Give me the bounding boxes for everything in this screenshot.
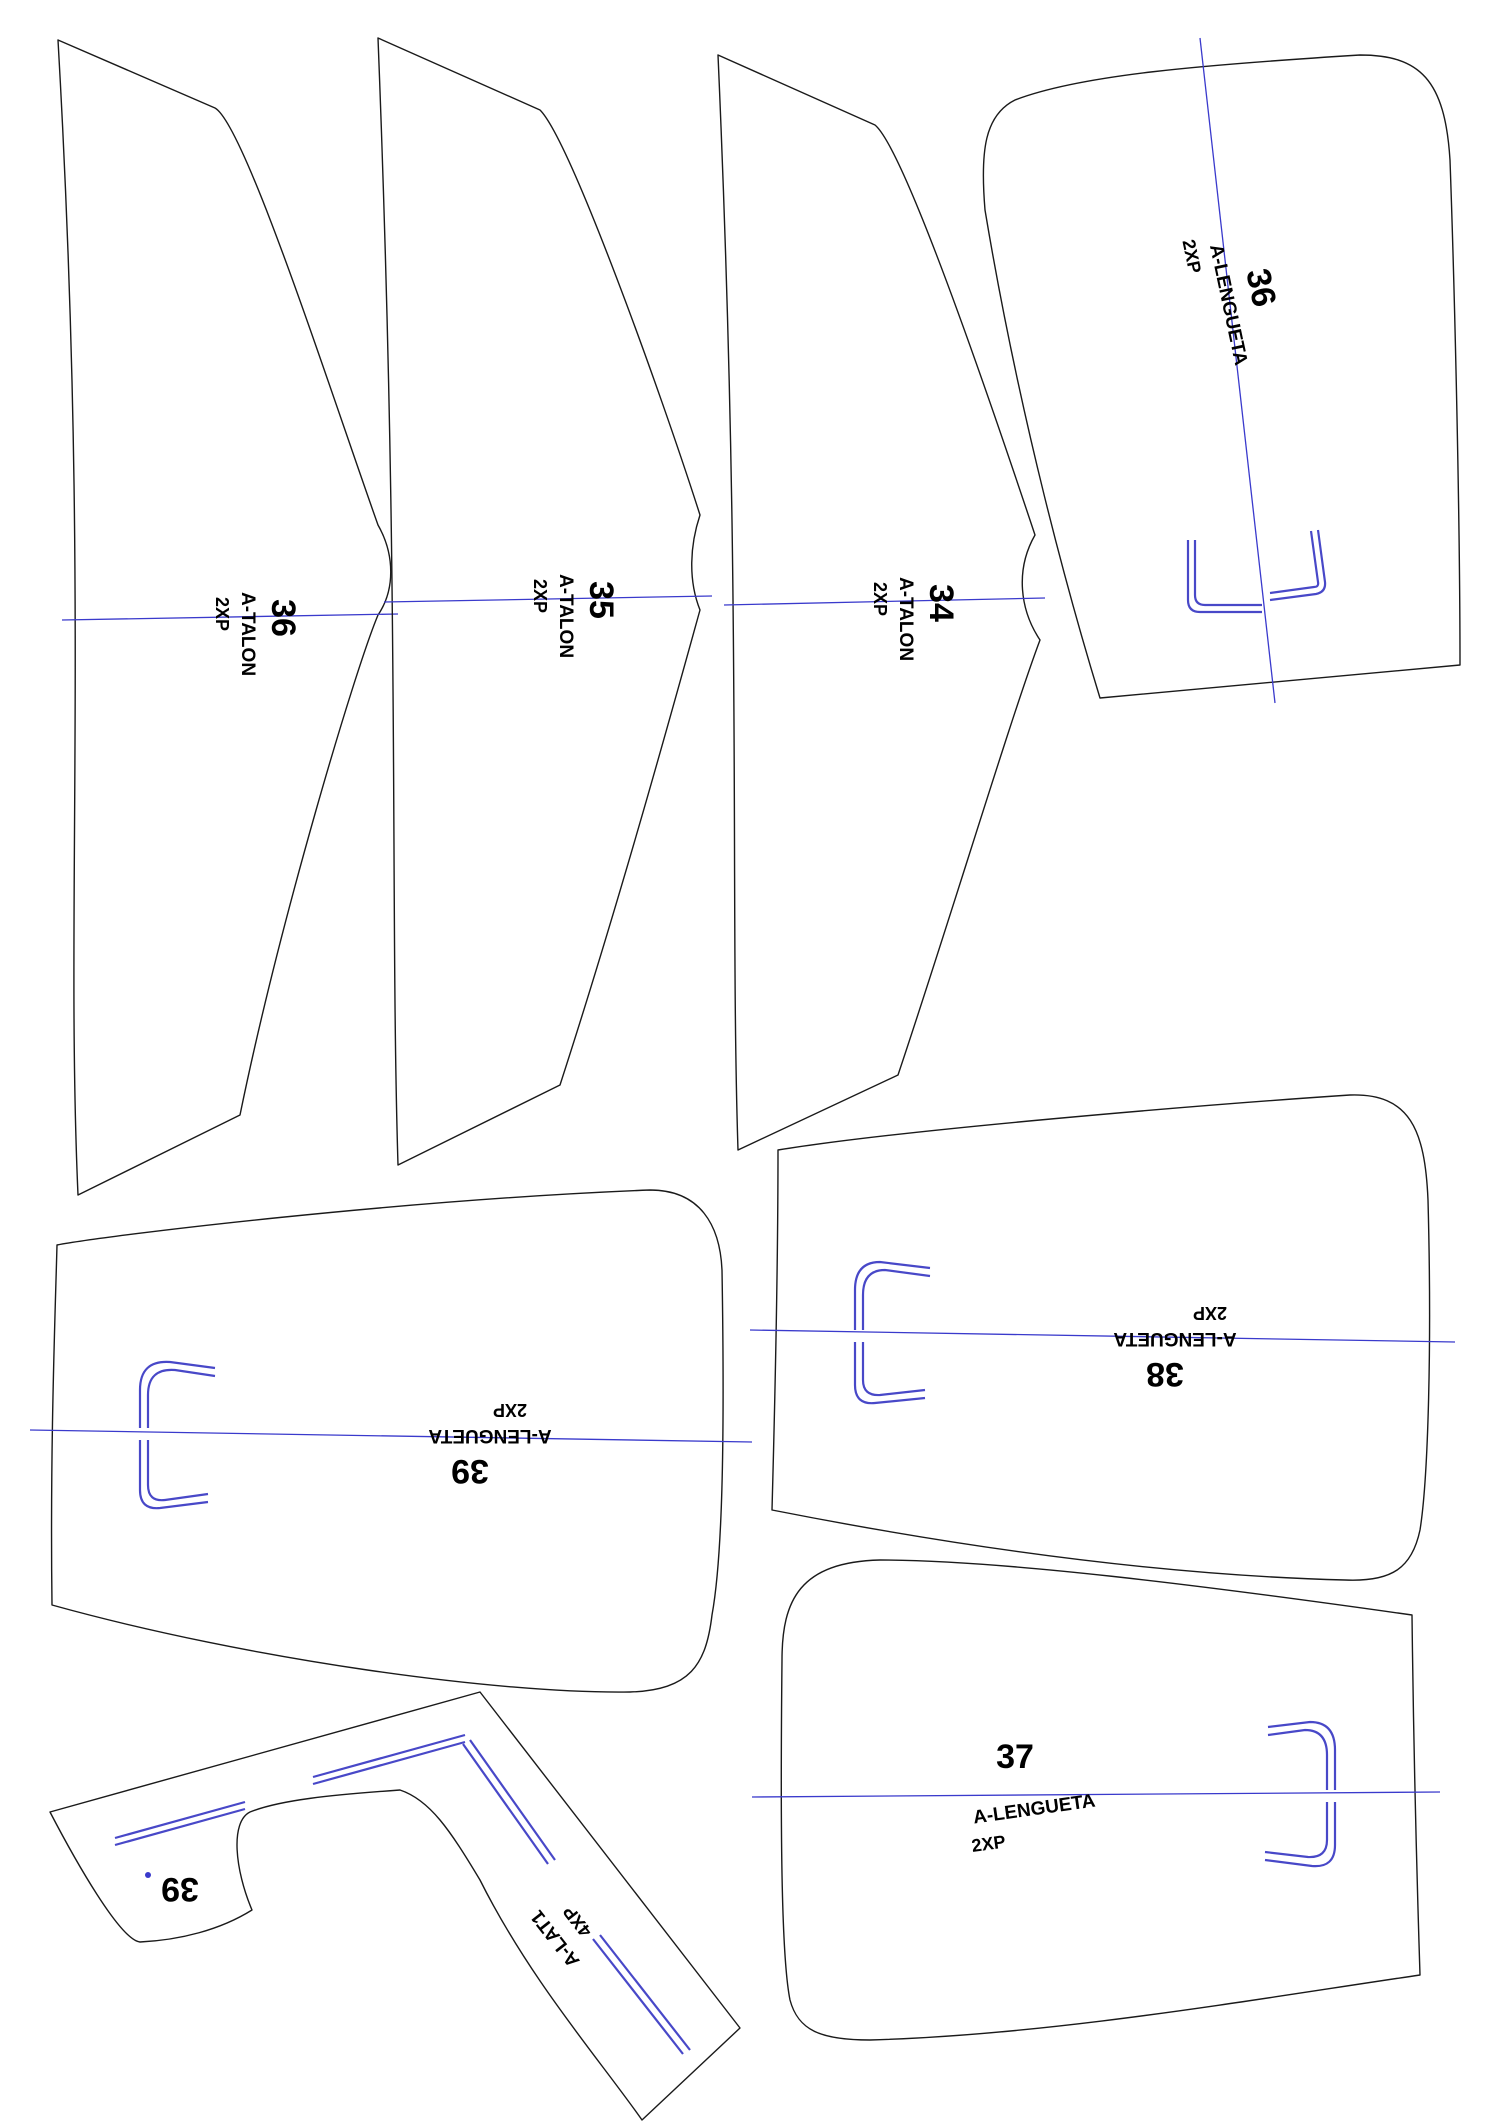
lengueta-39-grain-line xyxy=(29,1429,753,1443)
talon-36-outline xyxy=(57,39,392,1196)
lat1-39-number: 39 xyxy=(161,1870,199,1908)
lengueta-38-qty: 2XP xyxy=(1193,1303,1227,1323)
talon-36-grain-line xyxy=(61,613,399,621)
piece-lengueta-37[interactable]: 37 A-LENGUETA 2XP xyxy=(751,1559,1441,2041)
lengueta-37-name: A-LENGUETA xyxy=(972,1791,1097,1829)
piece-lat1-39[interactable]: 39 A-LAT1 4XP xyxy=(49,1691,741,2121)
piece-talon-36[interactable]: 36 A-TALON 2XP xyxy=(57,39,399,1196)
piece-talon-34[interactable]: 34 A-TALON 2XP xyxy=(717,54,1046,1151)
talon-35-outline xyxy=(377,37,701,1166)
lengueta-36-number: 36 xyxy=(1238,265,1283,310)
talon-35-qty: 2XP xyxy=(530,579,550,613)
talon-35-number: 35 xyxy=(582,581,620,619)
lengueta-36-qty: 2XP xyxy=(1178,238,1205,275)
lengueta-36-name: A-LENGUETA xyxy=(1205,242,1251,367)
talon-34-name: A-TALON xyxy=(895,577,916,661)
lengueta-36-slot xyxy=(1186,529,1327,614)
lengueta-38-slot xyxy=(853,1260,931,1405)
talon-35-grain-line xyxy=(383,595,713,603)
lengueta-37-number: 37 xyxy=(996,1738,1034,1776)
piece-lengueta-39[interactable]: 39 A-LENGUETA 2XP xyxy=(29,1189,753,1693)
lengueta-37-grain-line xyxy=(751,1791,1441,1798)
lat1-39-mark xyxy=(145,1872,151,1878)
piece-lengueta-38[interactable]: 38 A-LENGUETA 2XP xyxy=(749,1094,1456,1581)
lengueta-36-grain-line xyxy=(1199,37,1276,704)
lengueta-38-name: A-LENGUETA xyxy=(1113,1328,1236,1349)
lengueta-37-qty: 2XP xyxy=(970,1831,1006,1856)
piece-talon-35[interactable]: 35 A-TALON 2XP xyxy=(377,37,713,1166)
lengueta-39-outline xyxy=(50,1189,724,1693)
lengueta-39-qty: 2XP xyxy=(493,1400,527,1420)
lengueta-36-outline xyxy=(982,54,1461,699)
talon-35-name: A-TALON xyxy=(555,574,576,658)
lengueta-38-grain-line xyxy=(749,1329,1456,1343)
piece-lengueta-36[interactable]: 36 A-LENGUETA 2XP xyxy=(982,37,1461,704)
talon-36-qty: 2XP xyxy=(212,597,232,631)
talon-34-outline xyxy=(717,54,1041,1151)
talon-34-grain-line xyxy=(723,597,1046,606)
lengueta-38-number: 38 xyxy=(1146,1355,1184,1393)
talon-34-number: 34 xyxy=(922,584,960,622)
lengueta-38-outline xyxy=(771,1094,1431,1581)
lengueta-37-outline xyxy=(780,1559,1421,2041)
lengueta-39-number: 39 xyxy=(451,1452,489,1490)
lengueta-39-slot xyxy=(138,1360,216,1510)
talon-36-name: A-TALON xyxy=(237,592,258,676)
lengueta-39-name: A-LENGUETA xyxy=(428,1425,551,1446)
lat1-39-outline xyxy=(49,1691,741,2121)
lengueta-37-slot xyxy=(1264,1720,1337,1868)
talon-34-qty: 2XP xyxy=(870,582,890,616)
talon-36-number: 36 xyxy=(264,599,302,637)
lat1-39-stitch-lines xyxy=(114,1733,691,2055)
